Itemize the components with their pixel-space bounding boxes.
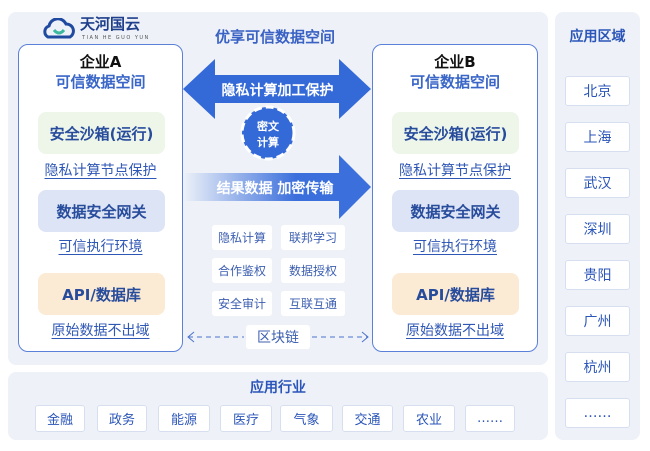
cloud-logo-icon xyxy=(43,18,75,39)
enterprise-b-card: 企业B 可信数据空间 安全沙箱(运行) 隐私计算节点保护 数据安全网关 可信执行… xyxy=(372,44,538,352)
chip-cooperative-auth: 合作鉴权 xyxy=(212,258,272,283)
gateway-box: 数据安全网关 xyxy=(392,190,519,232)
chip-privacy-computing: 隐私计算 xyxy=(212,225,272,250)
circle-label-1: 密文 xyxy=(257,120,279,133)
sandbox-link[interactable]: 隐私计算节点保护 xyxy=(399,163,511,179)
blockchain-label: 区块链 xyxy=(246,325,310,349)
logo-subtitle: TIAN HE GUO YUN xyxy=(82,35,150,41)
database-box: API/数据库 xyxy=(38,273,165,315)
region-item: 深圳 xyxy=(565,214,630,244)
chip-interconnection: 互联互通 xyxy=(281,291,345,316)
logo: 天河国云 TIAN HE GUO YUN xyxy=(40,16,150,42)
industry-item: 气象 xyxy=(280,405,333,432)
enterprise-a-subtitle: 可信数据空间 xyxy=(55,73,146,91)
database-box: API/数据库 xyxy=(392,273,519,315)
double-arrow-icon xyxy=(183,59,371,119)
blockchain-dashed-arrows xyxy=(187,331,369,343)
region-item: 杭州 xyxy=(565,352,630,382)
region-item: 广州 xyxy=(565,306,630,336)
region-item: 北京 xyxy=(565,76,630,106)
industry-item: …… xyxy=(465,405,515,432)
industries-title: 应用行业 xyxy=(250,380,306,396)
sandbox-link[interactable]: 隐私计算节点保护 xyxy=(44,163,157,179)
region-item: …… xyxy=(565,398,630,428)
chip-security-audit: 安全审计 xyxy=(212,291,272,316)
industry-item: 交通 xyxy=(342,405,393,432)
region-item: 贵阳 xyxy=(565,260,630,290)
cipher-circle-icon xyxy=(240,105,296,161)
region-item: 武汉 xyxy=(565,168,630,198)
logo-name: 天河国云 xyxy=(80,15,141,33)
region-item: 上海 xyxy=(565,122,630,152)
gateway-link[interactable]: 可信执行环境 xyxy=(58,239,143,255)
sandbox-box: 安全沙箱(运行) xyxy=(38,112,165,154)
circle-label-2: 计算 xyxy=(257,136,279,149)
chip-data-authorization: 数据授权 xyxy=(281,258,345,283)
enterprise-b-name: 企业B xyxy=(434,53,476,71)
industry-item: 政务 xyxy=(97,405,147,432)
right-arrow-icon xyxy=(183,155,371,219)
enterprise-b-subtitle: 可信数据空间 xyxy=(409,73,500,91)
enterprise-a-card: 企业A 可信数据空间 安全沙箱(运行) 隐私计算节点保护 数据安全网关 可信执行… xyxy=(18,44,183,352)
gateway-link[interactable]: 可信执行环境 xyxy=(413,239,497,255)
database-link[interactable]: 原始数据不出域 xyxy=(406,323,504,339)
enterprise-a-name: 企业A xyxy=(79,53,122,71)
regions-title: 应用区域 xyxy=(569,29,626,45)
gateway-box: 数据安全网关 xyxy=(38,190,165,232)
bottom-arrow-label: 结果数据 加密传输 xyxy=(216,181,334,197)
industry-item: 能源 xyxy=(158,405,210,432)
top-arrow-label: 隐私计算加工保护 xyxy=(221,83,334,99)
sandbox-box: 安全沙箱(运行) xyxy=(392,112,519,154)
industry-item: 金融 xyxy=(35,405,85,432)
arrows-graphic xyxy=(183,59,371,219)
chip-federated-learning: 联邦学习 xyxy=(281,225,345,250)
industry-item: 医疗 xyxy=(220,405,272,432)
page-title: 优享可信数据空间 xyxy=(215,28,336,46)
industry-item: 农业 xyxy=(403,405,455,432)
database-link[interactable]: 原始数据不出域 xyxy=(51,323,150,339)
